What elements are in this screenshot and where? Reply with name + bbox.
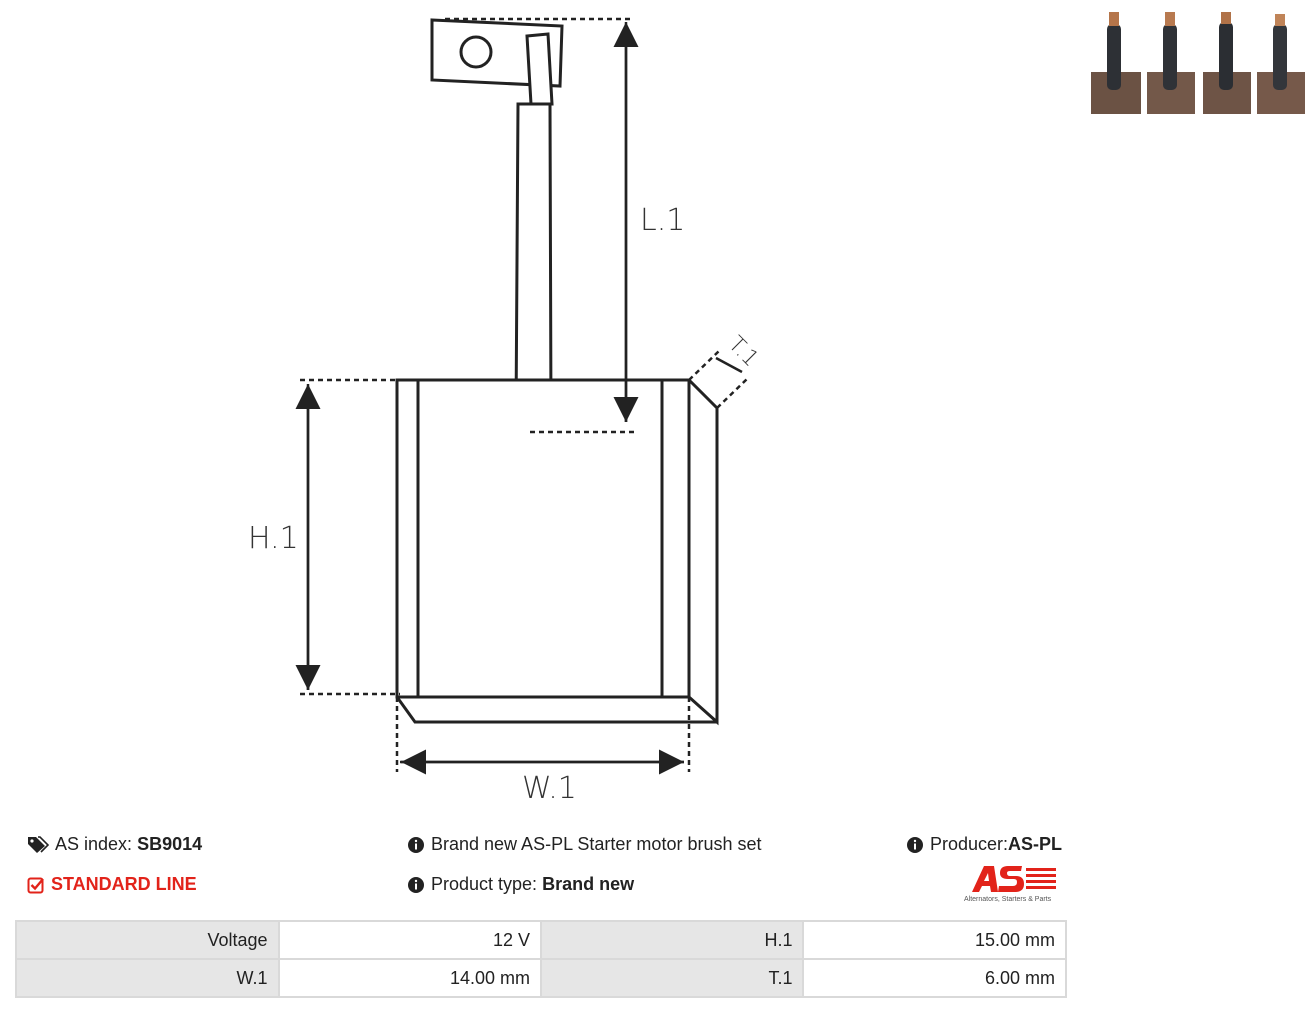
producer-value: AS-PL bbox=[1008, 834, 1063, 854]
label-w1: W.1 bbox=[522, 771, 577, 806]
brush-image-4 bbox=[1257, 14, 1305, 114]
standard-line-label: STANDARD LINE bbox=[51, 874, 197, 894]
spec-value: 12 V bbox=[277, 920, 543, 960]
description-text: Brand new AS-PL Starter motor brush set bbox=[431, 834, 762, 854]
brush-image-2 bbox=[1147, 12, 1195, 114]
spec-value: 15.00 mm bbox=[802, 920, 1067, 960]
as-logo-mark bbox=[972, 866, 1056, 892]
product-type: Product type: Brand new bbox=[407, 874, 634, 895]
spec-label: H.1 bbox=[540, 920, 805, 960]
brush-image-3 bbox=[1203, 12, 1251, 114]
technical-drawing: L.1 H.1 W.1 T.1 bbox=[248, 17, 763, 806]
description: Brand new AS-PL Starter motor brush set bbox=[407, 834, 762, 855]
tags-icon bbox=[28, 836, 49, 854]
spec-label: Voltage bbox=[15, 920, 280, 960]
label-h1: H.1 bbox=[248, 521, 299, 556]
label-l1: L.1 bbox=[640, 203, 685, 238]
brush-image-1 bbox=[1091, 12, 1141, 114]
as-index: AS index: SB9014 bbox=[27, 834, 202, 855]
product-type-value: Brand new bbox=[542, 874, 635, 894]
table-row: Voltage 12 V H.1 15.00 mm bbox=[15, 920, 1067, 960]
spec-label: T.1 bbox=[540, 958, 805, 998]
info-circle-icon bbox=[408, 877, 424, 894]
product-type-label: Product type: bbox=[431, 874, 538, 894]
producer-label: Producer: bbox=[930, 834, 1009, 854]
producer: Producer:AS-PL bbox=[906, 834, 1062, 855]
as-index-value: SB9014 bbox=[137, 834, 203, 854]
table-row: W.1 14.00 mm T.1 6.00 mm bbox=[15, 958, 1067, 998]
as-logo: Alternators, Starters & Parts bbox=[964, 862, 1068, 908]
spec-value: 14.00 mm bbox=[277, 958, 543, 998]
spec-value: 6.00 mm bbox=[802, 958, 1067, 998]
info-circle-icon bbox=[408, 837, 424, 854]
as-logo-tagline: Alternators, Starters & Parts bbox=[964, 896, 1052, 903]
product-thumbnail[interactable] bbox=[1091, 10, 1305, 114]
info-circle-icon bbox=[907, 837, 923, 854]
spec-table: Voltage 12 V H.1 15.00 mm W.1 14.00 mm T… bbox=[15, 920, 1067, 998]
check-square-icon bbox=[27, 877, 44, 894]
standard-line: STANDARD LINE bbox=[27, 874, 197, 895]
spec-label: W.1 bbox=[15, 958, 280, 998]
as-index-label: AS index: bbox=[55, 834, 133, 854]
